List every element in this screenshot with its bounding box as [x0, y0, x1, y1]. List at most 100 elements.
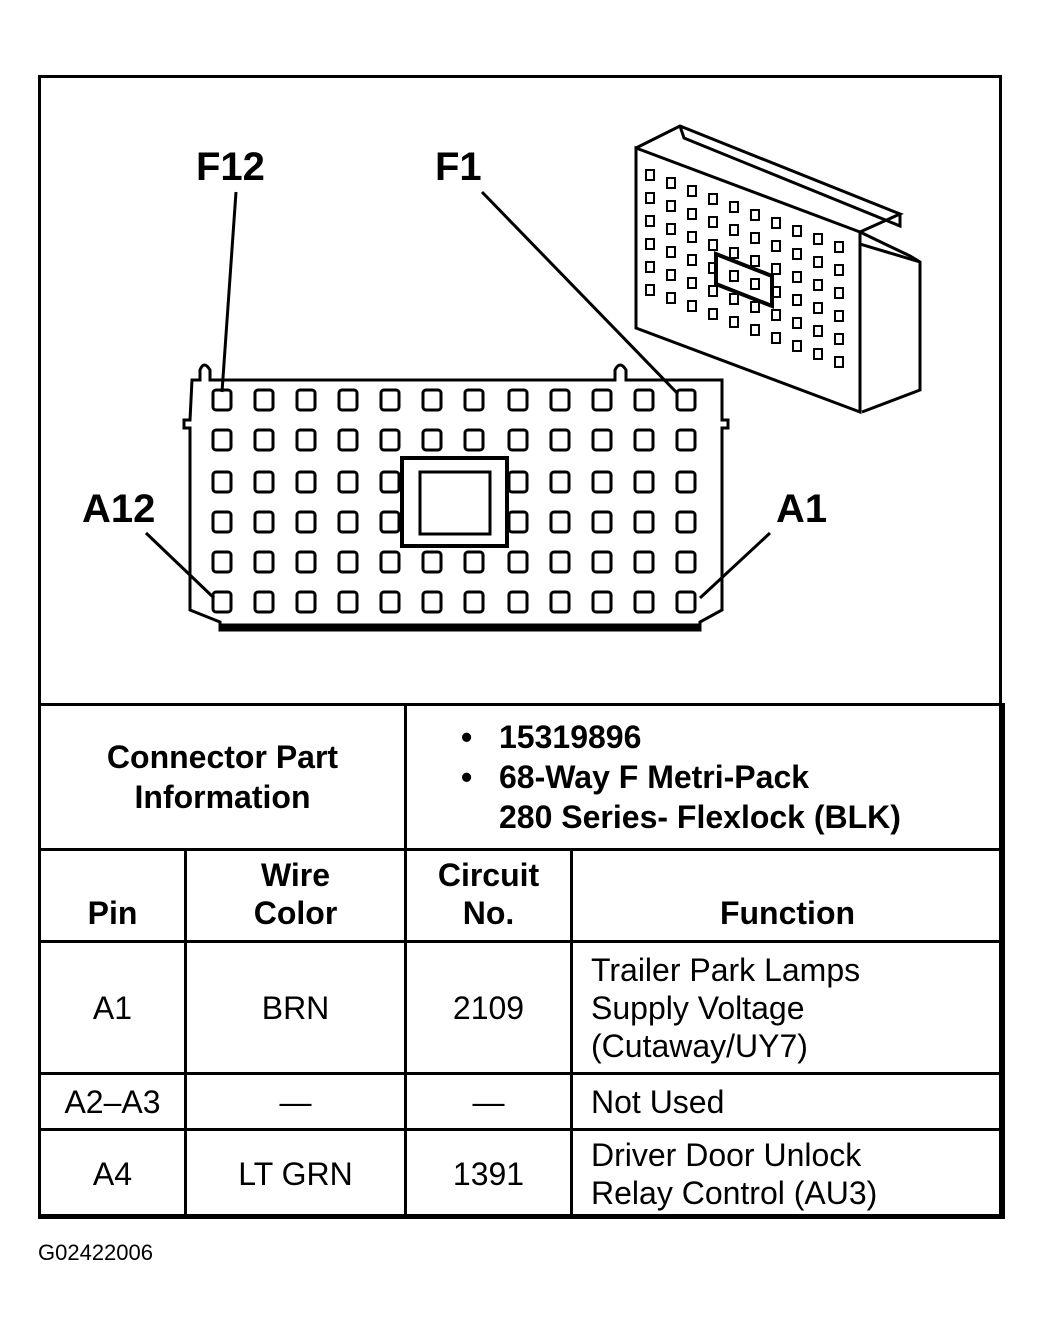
pin-cavity [337, 470, 359, 494]
pin-cavity [211, 510, 233, 534]
iso-cavity [687, 277, 697, 289]
table-row: A2–A3 — — Not Used [38, 1072, 1005, 1131]
iso-cavity [729, 316, 739, 328]
pin-cavity [211, 428, 233, 452]
table-row: A4 LT GRN 1391 Driver Door Unlock Relay … [38, 1128, 1005, 1219]
pin-cavity [253, 428, 275, 452]
pin-cavity [421, 550, 443, 574]
pin-cavity [253, 510, 275, 534]
connector-iso-illustration [634, 124, 922, 415]
cell-circuit: — [404, 1072, 573, 1131]
label-a1: A1 [776, 487, 827, 531]
table-row: A1 BRN 2109 Trailer Park Lamps Supply Vo… [38, 940, 1005, 1075]
pin-cavity [295, 470, 317, 494]
iso-cavity [750, 255, 760, 267]
iso-cavity [813, 233, 823, 245]
pin-cavity [253, 388, 275, 412]
pin-cavity [633, 510, 655, 534]
pin-cavity [253, 590, 275, 614]
iso-cavity [813, 325, 823, 337]
iso-cavity [708, 193, 718, 205]
iso-cavity [813, 302, 823, 314]
pin-cavity [549, 550, 571, 574]
iso-cavity [729, 293, 739, 305]
iso-cavity [666, 200, 676, 212]
iso-cavity [834, 241, 844, 253]
description-line-2: 280 Series- Flexlock (BLK) [499, 799, 901, 835]
iso-cavity [645, 284, 655, 296]
iso-cavity [708, 308, 718, 320]
pin-cavity [211, 590, 233, 614]
iso-cavity [645, 215, 655, 227]
cell-wire-color: BRN [184, 940, 407, 1075]
iso-cavity [729, 247, 739, 259]
pin-cavity [507, 590, 529, 614]
pin-cavity [675, 428, 697, 452]
callout-lines [144, 190, 772, 600]
iso-cavity [834, 264, 844, 276]
pin-cavity [591, 590, 613, 614]
pin-cavity [211, 388, 233, 412]
pin-cavity [337, 590, 359, 614]
pin-cavity [591, 510, 613, 534]
iso-cavity [771, 332, 781, 344]
figure-id: G02422006 [38, 1240, 153, 1265]
pin-cavity [253, 470, 275, 494]
pin-cavity [675, 470, 697, 494]
pin-cavity [507, 470, 529, 494]
iso-cavity [792, 271, 802, 283]
iso-cavity [708, 216, 718, 228]
iso-cavity [834, 356, 844, 368]
pin-cavity [295, 428, 317, 452]
iso-cavity [645, 238, 655, 250]
pin-cavity [379, 550, 401, 574]
pin-cavity [337, 428, 359, 452]
iso-cavity [750, 232, 760, 244]
pin-cavity [379, 590, 401, 614]
pin-cavity [633, 428, 655, 452]
iso-cavity [729, 224, 739, 236]
pin-cavity [295, 590, 317, 614]
pin-cavity [463, 388, 485, 412]
iso-cavity [771, 217, 781, 229]
pin-cavity [591, 550, 613, 574]
iso-cavity [666, 269, 676, 281]
description-line-1: 68-Way F Metri-Pack [499, 759, 810, 795]
pin-cavity [463, 550, 485, 574]
pin-cavity [591, 470, 613, 494]
pin-cavity [633, 590, 655, 614]
pin-cavity [337, 510, 359, 534]
iso-cavity [792, 317, 802, 329]
connector-face [182, 363, 730, 632]
iso-cavity [708, 262, 718, 274]
pin-cavity [507, 550, 529, 574]
pin-cavity [675, 510, 697, 534]
pin-cavity [211, 550, 233, 574]
iso-cavity [813, 256, 823, 268]
iso-cavity [834, 287, 844, 299]
connector-info-label: Connector Part Information [38, 703, 407, 851]
pin-cavity [549, 510, 571, 534]
pin-cavity [549, 470, 571, 494]
label-a12: A12 [82, 487, 155, 531]
cell-function: Trailer Park Lamps Supply Voltage (Cutaw… [570, 940, 1005, 1075]
iso-cavity [645, 192, 655, 204]
pin-cavity [463, 590, 485, 614]
iso-cavity [729, 270, 739, 282]
header-function: Function [570, 848, 1005, 943]
iso-cavity [771, 286, 781, 298]
iso-cavity [687, 208, 697, 220]
iso-cavity [750, 324, 760, 336]
iso-cavity [771, 240, 781, 252]
iso-cavity [750, 278, 760, 290]
pin-cavity [633, 550, 655, 574]
iso-cavity [792, 340, 802, 352]
iso-cavity [834, 310, 844, 322]
pin-cavity [591, 428, 613, 452]
iso-cavity [792, 294, 802, 306]
iso-cavity [834, 333, 844, 345]
pin-cavity [549, 388, 571, 412]
part-number-bullet: 15319896 [447, 717, 1002, 757]
